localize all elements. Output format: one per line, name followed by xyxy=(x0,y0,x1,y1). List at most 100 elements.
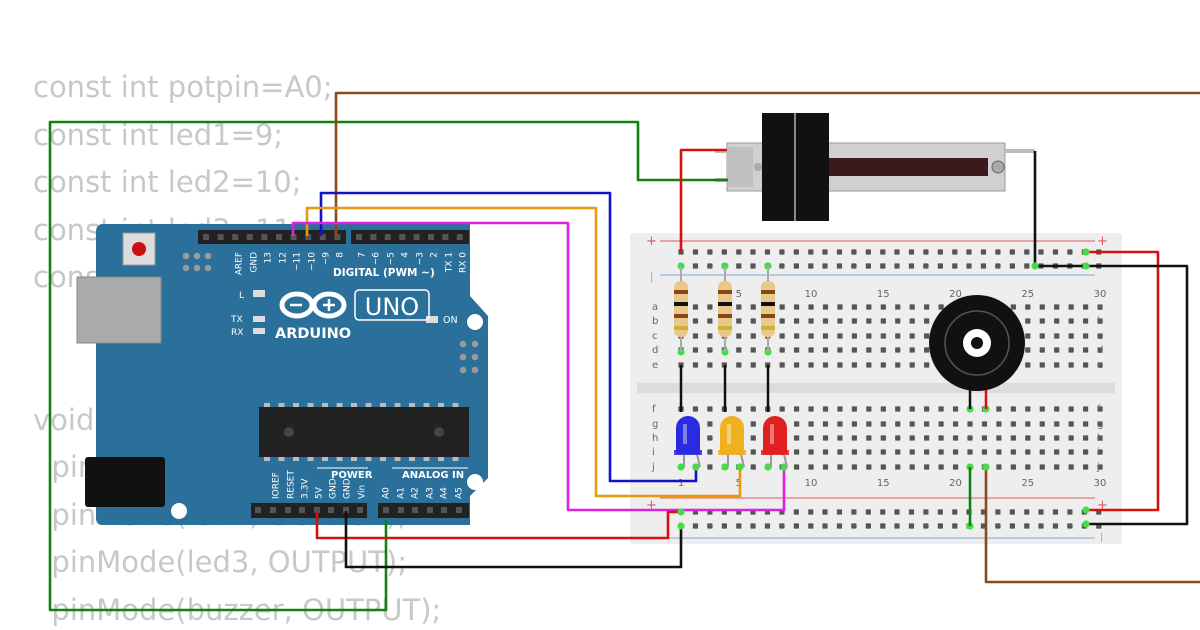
breadboard-hole xyxy=(707,449,713,455)
rail-hole xyxy=(1052,509,1059,515)
chip-pin xyxy=(394,457,401,461)
led-tx-label: TX xyxy=(230,315,243,325)
breadboard-hole xyxy=(794,406,800,412)
breadboard-hole xyxy=(938,449,944,455)
breadboard-hole xyxy=(851,362,857,368)
analog-header-label: ANALOG IN xyxy=(402,470,464,481)
usb-port xyxy=(76,276,162,344)
breadboard-hole xyxy=(794,304,800,310)
rail-hole xyxy=(865,523,871,529)
wire-red-5v[interactable] xyxy=(315,510,681,540)
wire-red-pot-vcc[interactable] xyxy=(679,148,727,252)
led-red[interactable] xyxy=(761,416,789,468)
breadboard-hole xyxy=(1083,406,1089,412)
rail-hole xyxy=(793,249,799,255)
rail-hole xyxy=(980,249,987,255)
resistor[interactable] xyxy=(718,281,732,337)
rail-hole xyxy=(980,263,987,269)
breadboard-hole xyxy=(837,421,843,427)
breadboard-hole xyxy=(895,333,901,339)
breadboard-hole xyxy=(996,406,1002,412)
breadboard-hole xyxy=(1097,464,1103,470)
rail-hole xyxy=(764,249,771,255)
chip-pin xyxy=(351,457,357,461)
rail-hole xyxy=(736,263,742,269)
column-number: 20 xyxy=(949,289,962,300)
row-letter: j xyxy=(1096,462,1100,473)
mounting-hole xyxy=(467,474,483,490)
analog-pin-label: A4 xyxy=(440,487,450,499)
power-jack xyxy=(85,457,165,507)
wire-orange-led2[interactable] xyxy=(305,206,742,498)
breadboard-hole xyxy=(808,421,814,427)
breadboard-hole xyxy=(924,333,930,339)
wire-black-rail-link[interactable] xyxy=(1086,264,1189,526)
led-dome xyxy=(763,416,787,454)
chip-pin xyxy=(278,457,285,461)
breadboard-hole xyxy=(692,347,699,353)
code-line: pinMode(led3, OUTPUT); xyxy=(33,545,408,579)
rail-hole xyxy=(750,523,756,529)
slide-potentiometer[interactable] xyxy=(715,113,1035,221)
resistor-band xyxy=(718,326,732,330)
breadboard-hole xyxy=(1097,406,1103,412)
rail-hole xyxy=(908,263,915,269)
digital-pin-label: TX 1 xyxy=(445,252,455,273)
rail-hole xyxy=(952,523,958,529)
breadboard-hole xyxy=(996,464,1002,470)
row-letter: g xyxy=(1097,419,1103,430)
breadboard-hole xyxy=(1083,304,1089,310)
column-number: 20 xyxy=(949,478,962,489)
rail-hole xyxy=(851,509,857,515)
breadboard-hole xyxy=(1054,304,1060,310)
breadboard-hole xyxy=(822,421,829,427)
connection-point xyxy=(692,463,700,471)
breadboard-hole xyxy=(1039,449,1045,455)
breadboard-hole xyxy=(1039,464,1045,470)
resistor[interactable] xyxy=(761,281,775,337)
chip-pin xyxy=(380,403,386,407)
breadboard-hole xyxy=(1010,449,1016,455)
led-rx-label: RX xyxy=(231,328,243,338)
reset-button-cap[interactable] xyxy=(132,242,146,256)
wire-brown-buzzer[interactable] xyxy=(334,91,1200,236)
breadboard-hole xyxy=(707,318,713,324)
piezo-buzzer[interactable] xyxy=(929,295,1025,526)
chip-pin xyxy=(351,403,357,407)
row-letter: f xyxy=(652,404,656,415)
wire-magenta-led3[interactable] xyxy=(291,221,786,512)
breadboard-hole xyxy=(866,464,872,470)
breadboard-hole xyxy=(924,318,930,324)
rail-hole xyxy=(808,523,814,529)
resistor[interactable] xyxy=(674,281,688,337)
rail-hole xyxy=(1067,523,1073,529)
row-letter: e xyxy=(1097,360,1103,371)
breadboard-hole xyxy=(1025,304,1031,310)
chip-pin xyxy=(452,403,459,407)
breadboard-hole xyxy=(895,347,901,353)
rail-hole xyxy=(937,263,943,269)
led-yellow[interactable] xyxy=(718,416,746,468)
rail-hole xyxy=(822,509,828,515)
header-pin xyxy=(412,507,418,513)
power-header xyxy=(251,503,367,518)
wire-blue-led1[interactable] xyxy=(319,191,698,483)
wire-brown-buzzer[interactable] xyxy=(984,467,1200,584)
row-letter: j xyxy=(651,462,655,473)
wire-red-rail-link[interactable] xyxy=(1086,250,1160,512)
breadboard-hole xyxy=(692,406,699,412)
wire-black-gnd[interactable] xyxy=(344,511,683,569)
icsp-pin xyxy=(471,366,479,374)
breadboard-hole xyxy=(952,406,959,412)
breadboard-hole xyxy=(1039,406,1045,412)
breadboard-hole xyxy=(1097,435,1103,441)
power-pin-label: GND xyxy=(343,478,353,499)
chip-pin xyxy=(336,403,343,407)
wire-green-pot-signal[interactable] xyxy=(48,120,728,612)
breadboard-hole xyxy=(1054,435,1060,441)
led-blue[interactable] xyxy=(674,416,702,468)
rail-hole xyxy=(736,249,742,255)
led-highlight xyxy=(770,424,774,444)
breadboard-hole xyxy=(1097,421,1103,427)
icsp-pin xyxy=(204,264,212,272)
